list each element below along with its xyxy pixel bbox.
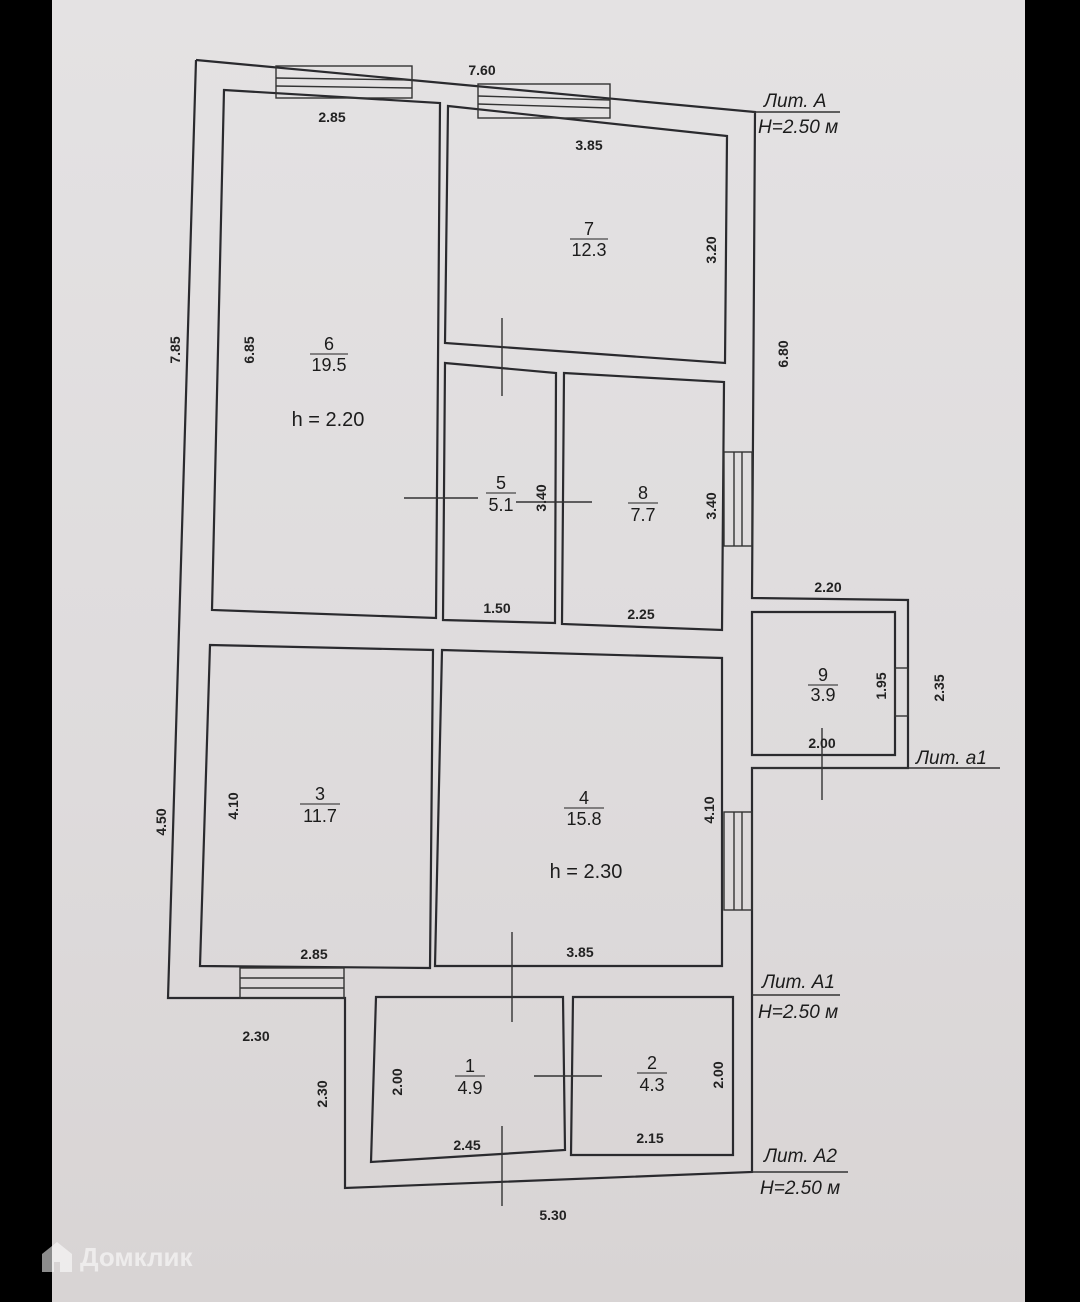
svg-text:4.10: 4.10 bbox=[701, 796, 717, 823]
svg-text:Н=2.50 м: Н=2.50 м bbox=[758, 1002, 838, 1023]
svg-text:2.85: 2.85 bbox=[318, 109, 345, 125]
svg-text:5.1: 5.1 bbox=[488, 495, 513, 515]
svg-text:Лит. А2: Лит. А2 bbox=[762, 1146, 837, 1167]
brand-name: Домклик bbox=[80, 1241, 193, 1272]
svg-text:2.15: 2.15 bbox=[636, 1130, 663, 1146]
svg-text:6: 6 bbox=[324, 334, 334, 354]
svg-text:Лит. А: Лит. А bbox=[762, 91, 826, 112]
lit-labels: Лит. А Н=2.50 м Лит. а1 Лит. А1 Н=2.50 м… bbox=[758, 91, 987, 1199]
svg-text:2.35: 2.35 bbox=[931, 674, 947, 701]
room-5 bbox=[441, 361, 558, 625]
room-7 bbox=[443, 104, 729, 365]
svg-text:3.20: 3.20 bbox=[703, 236, 719, 263]
svg-text:8: 8 bbox=[638, 483, 648, 503]
svg-text:2: 2 bbox=[647, 1053, 657, 1073]
svg-text:19.5: 19.5 bbox=[311, 355, 346, 375]
svg-text:Н=2.50 м: Н=2.50 м bbox=[760, 1178, 840, 1199]
svg-text:4: 4 bbox=[579, 788, 589, 808]
house-icon bbox=[42, 1242, 72, 1272]
svg-text:3.40: 3.40 bbox=[703, 492, 719, 519]
svg-text:3.85: 3.85 bbox=[575, 137, 602, 153]
svg-text:1: 1 bbox=[465, 1056, 475, 1076]
svg-text:4.9: 4.9 bbox=[457, 1078, 482, 1098]
svg-text:h = 2.20: h = 2.20 bbox=[292, 409, 365, 431]
svg-text:15.8: 15.8 bbox=[566, 809, 601, 829]
svg-text:3.40: 3.40 bbox=[533, 484, 549, 511]
svg-text:7: 7 bbox=[584, 219, 594, 239]
svg-text:3.9: 3.9 bbox=[810, 685, 835, 705]
svg-text:11.7: 11.7 bbox=[303, 806, 337, 826]
room-4 bbox=[433, 648, 724, 968]
svg-text:2.25: 2.25 bbox=[627, 606, 654, 622]
svg-text:4.3: 4.3 bbox=[639, 1075, 664, 1095]
svg-text:12.3: 12.3 bbox=[571, 240, 606, 260]
svg-text:Н=2.50 м: Н=2.50 м bbox=[758, 117, 838, 138]
svg-text:2.00: 2.00 bbox=[808, 735, 835, 751]
svg-text:2.00: 2.00 bbox=[389, 1068, 405, 1095]
room-8 bbox=[560, 371, 726, 632]
svg-text:h = 2.30: h = 2.30 bbox=[550, 861, 623, 883]
svg-text:1.50: 1.50 bbox=[483, 600, 510, 616]
room-9 bbox=[750, 610, 897, 757]
domclick-logo: Домклик bbox=[40, 1240, 192, 1274]
svg-text:7.7: 7.7 bbox=[630, 505, 655, 525]
windows bbox=[239, 65, 909, 999]
svg-text:7.60: 7.60 bbox=[468, 62, 495, 78]
room-2 bbox=[569, 995, 735, 1157]
svg-text:2.30: 2.30 bbox=[242, 1028, 269, 1044]
svg-text:2.85: 2.85 bbox=[300, 946, 327, 962]
dimension-labels: 7.60 2.85 3.85 3.20 7.85 6.85 6.80 3.40 … bbox=[153, 62, 947, 1223]
svg-text:1.95: 1.95 bbox=[873, 672, 889, 699]
svg-text:2.45: 2.45 bbox=[453, 1137, 480, 1153]
room-3 bbox=[198, 643, 435, 970]
svg-text:5: 5 bbox=[496, 473, 506, 493]
svg-text:6.85: 6.85 bbox=[241, 336, 257, 363]
doors bbox=[404, 318, 823, 1206]
svg-text:3.85: 3.85 bbox=[566, 944, 593, 960]
svg-text:4.50: 4.50 bbox=[153, 808, 169, 835]
svg-text:2.20: 2.20 bbox=[814, 579, 841, 595]
svg-text:2.30: 2.30 bbox=[314, 1080, 330, 1107]
svg-text:5.30: 5.30 bbox=[539, 1207, 566, 1223]
svg-text:2.00: 2.00 bbox=[710, 1061, 726, 1088]
svg-text:Лит. а1: Лит. а1 bbox=[914, 748, 987, 769]
svg-text:Лит. А1: Лит. А1 bbox=[760, 972, 835, 993]
svg-text:7.85: 7.85 bbox=[167, 336, 183, 363]
room-1 bbox=[369, 995, 567, 1164]
svg-text:3: 3 bbox=[315, 784, 325, 804]
room-labels: 6 19.5 h = 2.20 7 12.3 5 5.1 8 7.7 3 11.… bbox=[292, 219, 838, 1098]
svg-text:4.10: 4.10 bbox=[225, 792, 241, 819]
svg-text:9: 9 bbox=[818, 665, 828, 685]
svg-text:6.80: 6.80 bbox=[775, 340, 791, 367]
floor-plan-paper bbox=[52, 0, 1025, 1302]
